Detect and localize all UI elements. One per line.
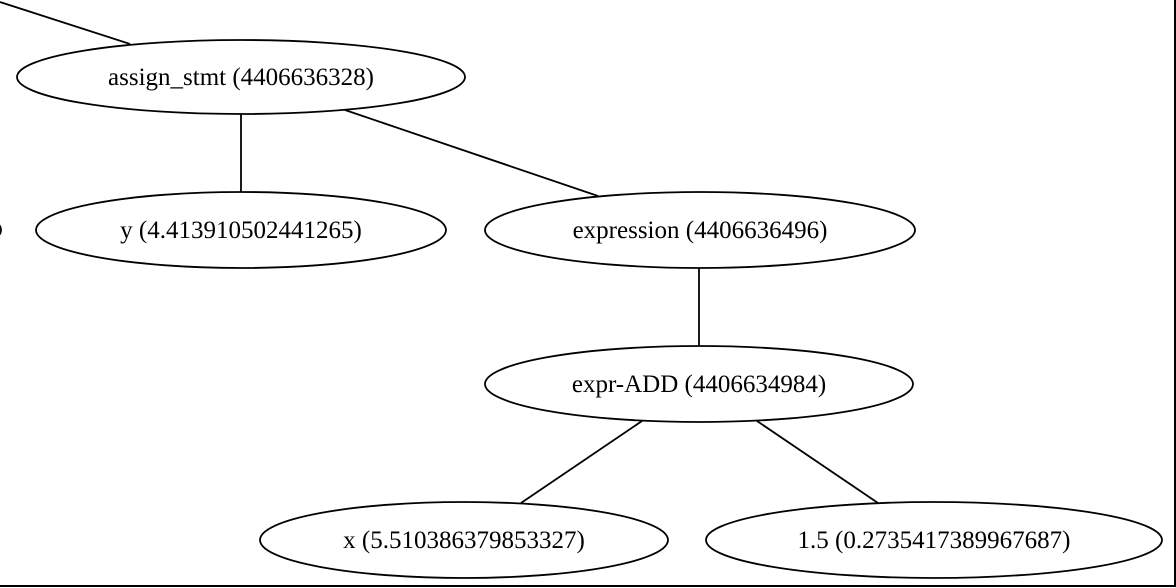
node-expr-add: expr-ADD (4406634984) [484, 345, 914, 423]
node-ellipse [35, 191, 447, 269]
node-const-1-5: 1.5 (0.2735417389967687) [705, 501, 1163, 579]
edge-assign-stmt-to-expression [344, 109, 599, 197]
edge-expr-add-to-x [520, 420, 643, 504]
node-label: expression (4406636496) [573, 217, 828, 244]
node-y: y (4.413910502441265) [35, 191, 447, 269]
node-ellipse [484, 345, 914, 423]
node-label: expr-ADD (4406634984) [572, 371, 826, 398]
node-x: x (5.510386379853327) [259, 501, 669, 579]
node-ellipse [484, 191, 916, 269]
node-assign-stmt: assign_stmt (4406636328) [16, 39, 466, 115]
node-label: x (5.510386379853327) [343, 527, 585, 554]
edge-expr-add-to-const-1-5 [756, 420, 879, 504]
node-label: assign_stmt (4406636328) [108, 64, 374, 91]
node-expression: expression (4406636496) [484, 191, 916, 269]
node-label: y (4.413910502441265) [120, 217, 362, 244]
node-ellipse [705, 501, 1163, 579]
node-partial-left-edge [0, 224, 2, 236]
node-ellipse [259, 501, 669, 579]
edge-parent-to-assign-stmt [0, 1, 131, 45]
node-ellipse [16, 39, 466, 115]
node-label: 1.5 (0.2735417389967687) [798, 527, 1071, 554]
